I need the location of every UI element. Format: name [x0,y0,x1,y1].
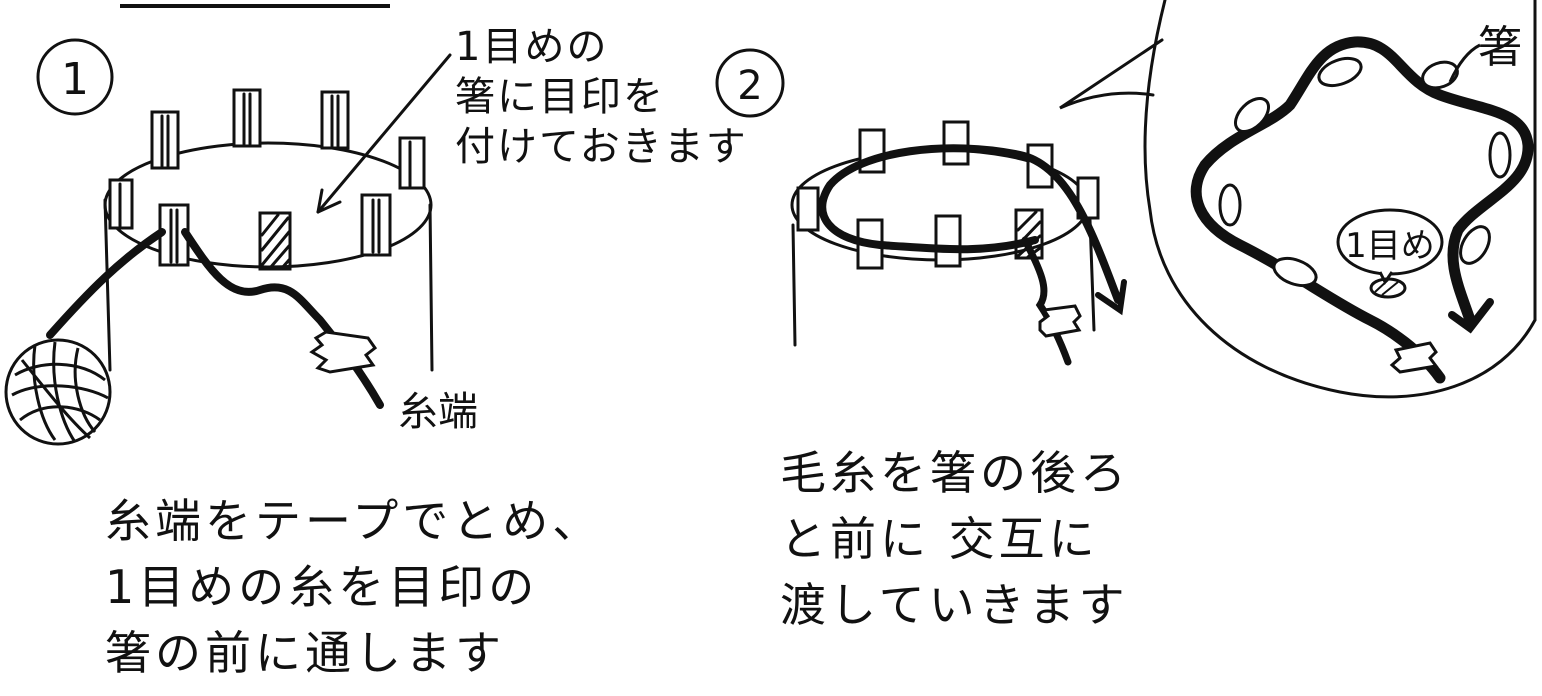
step1-yarn-ball [4,338,112,446]
bubble-chopsticks [1218,56,1512,288]
bubble-arrowhead [1448,298,1494,334]
step2-woven-yarn [1021,236,1072,366]
step2-caption-line: 渡していきます [780,578,1129,632]
step1-caption-line: 糸端をテープでとめ、 [105,494,603,548]
bubble-yarn-path [1190,36,1534,384]
step2-caption-line: 毛糸を箸の後ろ [780,446,1130,500]
step1-number: 1 [61,54,89,105]
step1-caption-line: 1目めの糸を目印の [105,560,539,614]
step1-yarn-end-label: 糸端 [398,389,478,435]
step2-tape [1038,304,1082,338]
step1-number-badge: 1 [36,38,114,116]
step2-arrowhead [1095,279,1127,316]
step1-yarn-to-ball [46,228,166,339]
bubble-first-stitch-label: 1目め [1345,226,1435,266]
step1-caption: 糸端をテープでとめ、 1目めの糸を目印の 箸の前に通します [105,488,602,686]
step1-note-line: 箸に目印を [455,74,665,120]
step1-note-line: 付けておきます [455,124,748,170]
step1-tape [309,330,378,374]
step2-number-badge: 2 [715,48,785,118]
step1-pointer-arrow [316,53,452,214]
step2-caption: 毛糸を箸の後ろ と前に 交互に 渡していきます [780,440,1130,638]
bubble-tape [1389,341,1439,374]
bubble-first-stitch-callout: 1目め [1336,208,1444,299]
step1-note: 1目めの 箸に目印を 付けておきます [455,22,748,172]
step1-cylinder-illustration [103,88,434,372]
step1-note-line: 1目めの [455,24,609,70]
step1-caption-line: 箸の前に通します [105,626,505,680]
bubble-chopstick-label: 箸 [1478,22,1522,73]
bubble-chopstick-leader [1448,43,1481,83]
marked-chopstick-hatching [260,213,291,270]
step2-woven-yarn-loop [818,144,1122,304]
step2-number: 2 [737,63,762,109]
step2-caption-line: と前に 交互に [780,512,1099,566]
step2-detail-bubble [1059,0,1537,399]
